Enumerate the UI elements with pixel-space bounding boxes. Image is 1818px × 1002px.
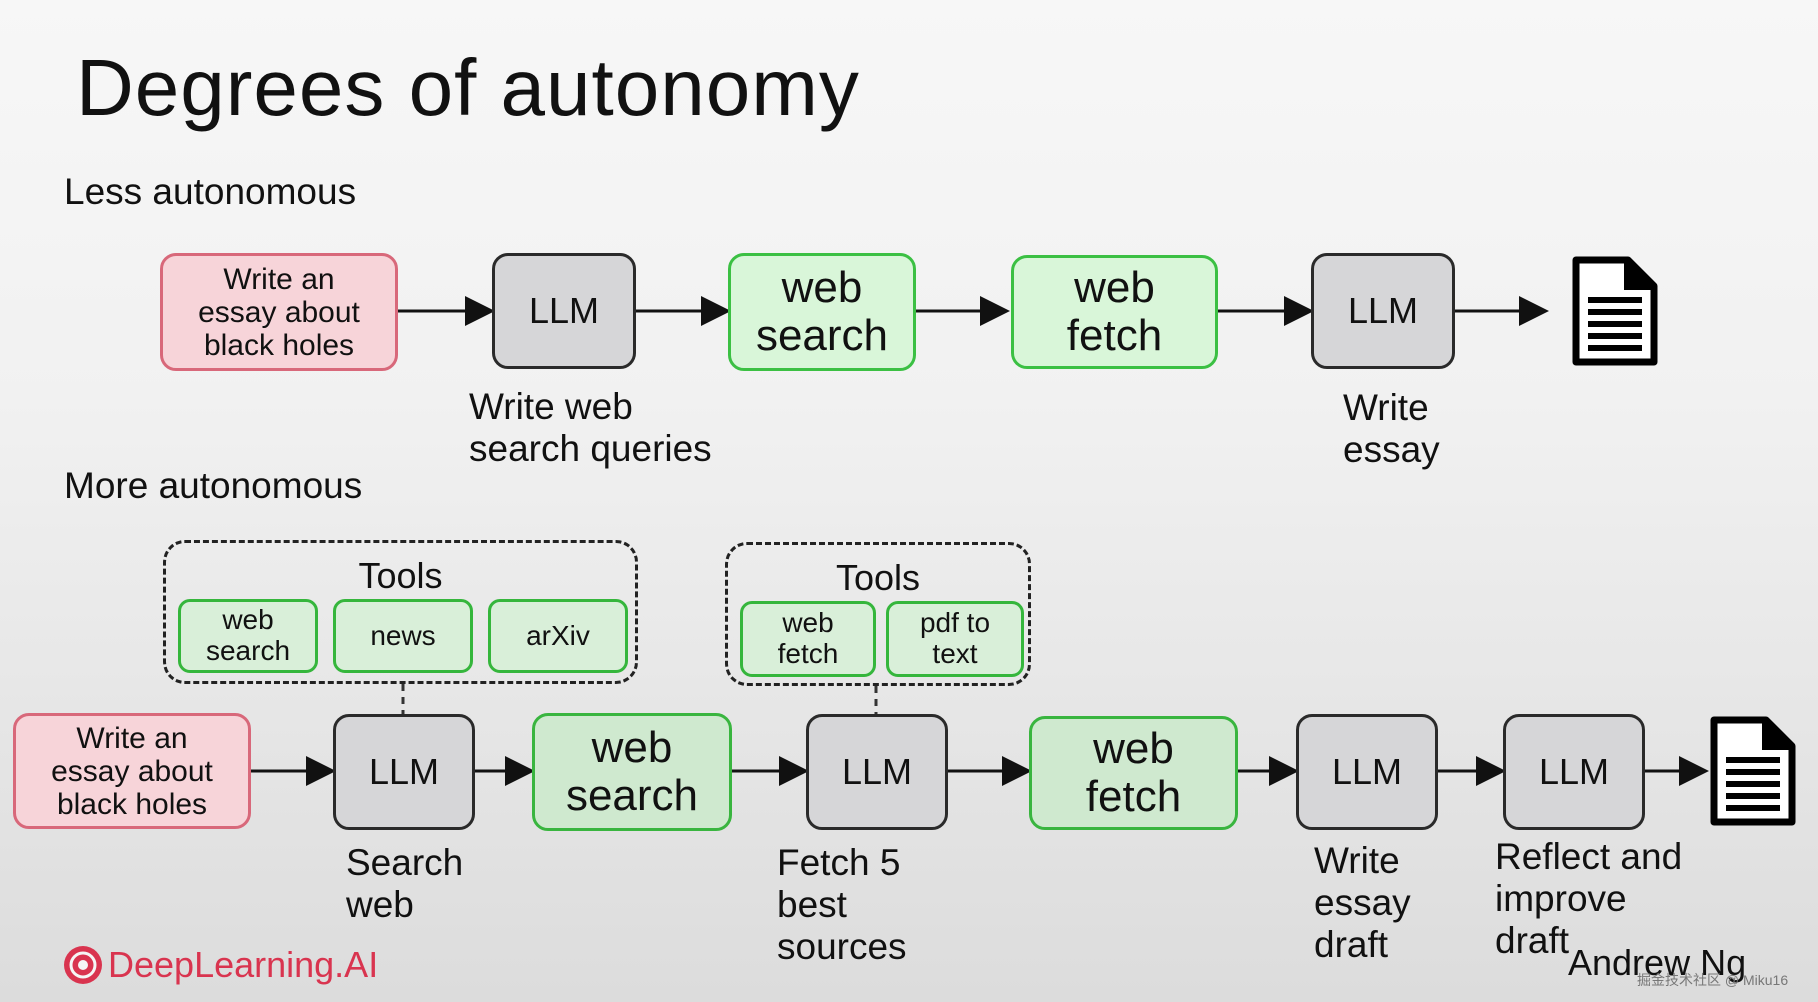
llm-box-bottom-3: LLM: [1296, 714, 1438, 830]
web-search-box-bottom: web search: [532, 713, 732, 831]
tool-chip-label: pdf to text: [919, 607, 991, 669]
document-icon: [1710, 716, 1796, 826]
web-fetch-box-bottom: web fetch: [1029, 716, 1238, 830]
logo-mark-icon: [64, 946, 102, 984]
author-name: Andrew Ng: [1568, 942, 1747, 983]
less-autonomous-heading: Less autonomous: [64, 171, 357, 212]
tool-chip-label: web fetch: [777, 607, 839, 669]
llm-label: LLM: [1347, 290, 1419, 331]
caption-fetch-best-sources: Fetch 5 best sources: [777, 842, 907, 968]
tools-group-2: Tools web fetch pdf to text: [725, 542, 1031, 686]
prompt-text-top: Write an essay about black holes: [198, 262, 360, 362]
web-search-box-top: web search: [728, 253, 916, 371]
logo-text: DeepLearning.AI: [108, 944, 379, 985]
tool-chip-news: news: [333, 599, 473, 673]
llm-label: LLM: [528, 290, 600, 331]
tool-chip-web-search: web search: [178, 599, 318, 673]
tool-label: web fetch: [1085, 723, 1182, 821]
slide-title: Degrees of autonomy: [76, 43, 860, 132]
llm-label: LLM: [368, 751, 440, 792]
llm-box-bottom-4: LLM: [1503, 714, 1645, 830]
tool-chip-label: arXiv: [526, 619, 590, 651]
llm-box-top-1: LLM: [492, 253, 636, 369]
document-icon: [1572, 256, 1658, 366]
caption-write-web-search-queries: Write web search queries: [469, 386, 712, 470]
llm-label: LLM: [841, 751, 913, 792]
prompt-text-bottom: Write an essay about black holes: [51, 721, 213, 821]
llm-label: LLM: [1538, 751, 1610, 792]
caption-reflect-and-improve: Reflect and improve draft: [1495, 836, 1683, 962]
tools-group-1: Tools web search news arXiv: [163, 540, 638, 684]
tool-chip-label: web search: [205, 604, 291, 666]
tool-label: web search: [565, 722, 699, 820]
tool-label: web search: [755, 262, 889, 360]
tool-chip-label: news: [370, 619, 436, 651]
deeplearning-logo: DeepLearning.AI: [62, 944, 378, 986]
llm-box-top-2: LLM: [1311, 253, 1455, 369]
tools-group-label: Tools: [835, 557, 921, 598]
prompt-box-top: Write an essay about black holes: [160, 253, 398, 371]
prompt-box-bottom: Write an essay about black holes: [13, 713, 251, 829]
caption-write-essay-draft: Write essay draft: [1314, 840, 1411, 966]
tool-label: web fetch: [1066, 262, 1163, 360]
caption-search-web: Search web: [346, 842, 464, 926]
llm-box-bottom-1: LLM: [333, 714, 475, 830]
watermark: 掘金技术社区 @ Miku16: [1637, 972, 1789, 988]
tools-group-label: Tools: [358, 555, 443, 596]
more-autonomous-heading: More autonomous: [64, 465, 363, 506]
web-fetch-box-top: web fetch: [1011, 255, 1218, 369]
llm-box-bottom-2: LLM: [806, 714, 948, 830]
tool-chip-web-fetch: web fetch: [740, 601, 876, 677]
llm-label: LLM: [1331, 751, 1403, 792]
tool-chip-arxiv: arXiv: [488, 599, 628, 673]
caption-write-essay: Write essay: [1343, 387, 1440, 471]
tool-chip-pdf-to-text: pdf to text: [886, 601, 1024, 677]
